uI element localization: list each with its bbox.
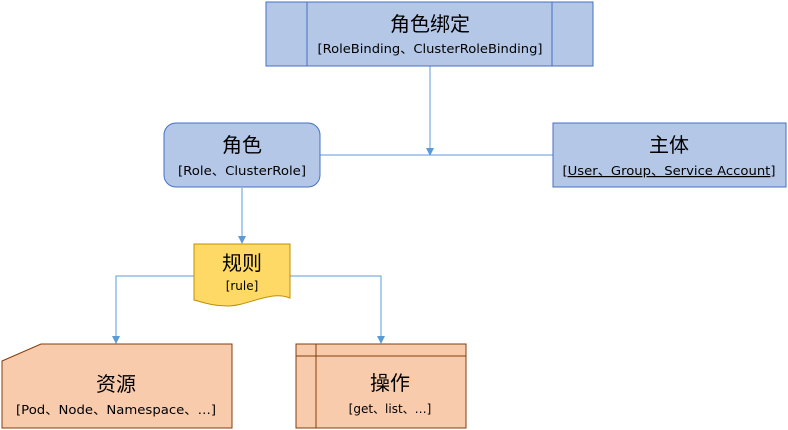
resource-subtitle: [Pod、Node、Namespace、…] bbox=[16, 403, 216, 417]
node-operation: 操作 [get、list、…] bbox=[295, 343, 467, 429]
role-binding-title: 角色绑定 bbox=[390, 12, 470, 36]
role-subtitle: [Role、ClusterRole] bbox=[178, 164, 306, 178]
connector-rule-to-operation bbox=[290, 275, 385, 344]
operation-title: 操作 bbox=[370, 371, 410, 395]
node-role: 角色 [Role、ClusterRole] bbox=[163, 122, 321, 188]
operation-subtitle: [get、list、…] bbox=[349, 402, 432, 416]
resource-box bbox=[1, 343, 233, 429]
node-subject: 主体 [User、Group、Service Account] bbox=[552, 122, 787, 188]
subject-title: 主体 bbox=[649, 133, 689, 157]
role-binding-box bbox=[265, 1, 594, 67]
node-role-binding: 角色绑定 [RoleBinding、ClusterRoleBinding] bbox=[265, 1, 594, 67]
role-box bbox=[163, 122, 321, 188]
connector-rule-to-resource bbox=[112, 275, 194, 344]
role-binding-subtitle: [RoleBinding、ClusterRoleBinding] bbox=[318, 42, 543, 56]
node-rule: 规则 [rule] bbox=[193, 243, 291, 307]
subject-subtitle: [User、Group、Service Account] bbox=[563, 164, 776, 178]
operation-box bbox=[295, 343, 467, 429]
subject-box bbox=[552, 122, 787, 188]
connectors bbox=[112, 66, 553, 344]
node-resource: 资源 [Pod、Node、Namespace、…] bbox=[1, 343, 233, 429]
resource-title: 资源 bbox=[96, 372, 136, 396]
rule-box bbox=[193, 243, 291, 307]
role-title: 角色 bbox=[222, 133, 262, 157]
rule-title: 规则 bbox=[222, 251, 262, 275]
rule-subtitle: [rule] bbox=[226, 279, 259, 293]
